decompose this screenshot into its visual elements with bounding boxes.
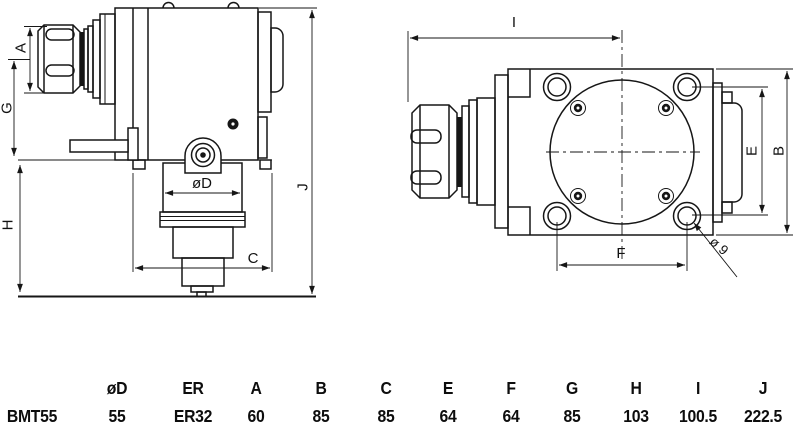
col-header-i: I [695,378,701,398]
dim-label-b: B [771,146,788,156]
value-od: 55 [108,406,126,426]
pilot-circle [549,79,695,225]
value-j: 222.5 [743,406,783,426]
value-e: 64 [439,406,457,426]
value-a: 60 [247,406,265,426]
side-cover-plate [132,11,284,170]
dim-label-e: E [744,146,761,156]
front-side-rail [712,82,743,223]
centerlines [546,30,700,260]
col-header-h: H [630,378,642,398]
value-h: 103 [623,406,649,426]
pilot-dot [227,118,239,130]
value-g: 85 [563,406,581,426]
side-dimensions: A G H J øD C [0,7,317,298]
dim-label-d: øD [192,175,212,192]
col-header-er: ER [182,378,204,398]
col-header-g: G [566,378,578,398]
front-collet-profile [410,74,509,229]
col-header-e: E [442,378,454,398]
col-header-a: A [250,378,262,398]
side-view: A G H J øD C [0,1,317,298]
col-header-f: F [506,378,516,398]
dim-label-a: A [13,43,30,53]
screw-holes [570,100,674,204]
col-header-b: B [315,378,327,398]
mounting-holes [542,72,702,231]
value-er: ER32 [173,406,213,426]
dim-label-c: C [248,250,259,267]
col-header-od: øD [106,378,128,398]
row-header-model: BMT55 [6,406,58,426]
value-c: 85 [377,406,395,426]
value-f: 64 [502,406,520,426]
dim-label-h: H [0,220,17,231]
side-collet-nut [37,24,81,94]
clamp-screw [184,137,222,174]
side-spindle-rings [79,13,116,105]
dim-label-f: F [616,245,625,262]
col-header-j: J [758,378,768,398]
dim-label-g: G [0,102,16,114]
col-header-c: C [380,378,392,398]
dim-label-i: I [512,14,516,31]
dim-label-j: J [295,183,312,191]
drawing-svg: A G H J øD C [0,1,793,298]
front-view: I E B F ø 9 [407,14,793,278]
side-support-rod [69,127,139,161]
value-b: 85 [312,406,330,426]
value-i: 100.5 [678,406,718,426]
